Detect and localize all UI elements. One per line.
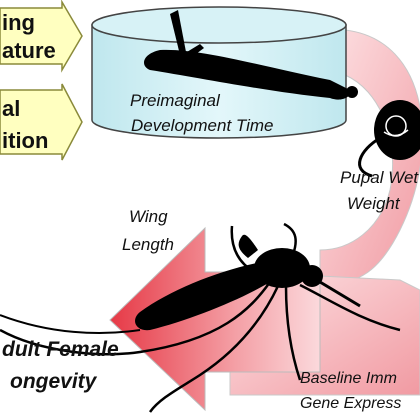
factor-box-2-line2: ition bbox=[2, 128, 49, 153]
factor-box-2 bbox=[0, 83, 83, 161]
wing-label-line2: Length bbox=[122, 235, 174, 254]
female-label-line1: dult Female bbox=[2, 338, 119, 361]
immune-label-line1: Baseline Imm bbox=[300, 370, 397, 387]
preimaginal-label-line1: Preimaginal bbox=[130, 91, 220, 110]
factor-box-1 bbox=[0, 0, 83, 73]
factor-box-1-line2: ature bbox=[2, 38, 56, 63]
preimaginal-label-line2: Development Time bbox=[131, 116, 274, 135]
larva-silhouette bbox=[144, 10, 358, 100]
pupal-label-line1: Pupal Wet bbox=[340, 168, 419, 187]
rearing-cylinder-top bbox=[91, 6, 347, 44]
mosquito-silhouette bbox=[0, 222, 401, 413]
factor-box-1-line1: ing bbox=[2, 10, 35, 35]
female-label-line2: ongevity bbox=[10, 370, 97, 393]
factor-box-2-line1: al bbox=[2, 96, 21, 121]
pupal-label-line2: Weight bbox=[347, 194, 400, 213]
immune-label-line2: Gene Express bbox=[300, 395, 402, 412]
pupa-silhouette bbox=[358, 100, 420, 178]
wing-label-line1: Wing bbox=[129, 207, 168, 226]
